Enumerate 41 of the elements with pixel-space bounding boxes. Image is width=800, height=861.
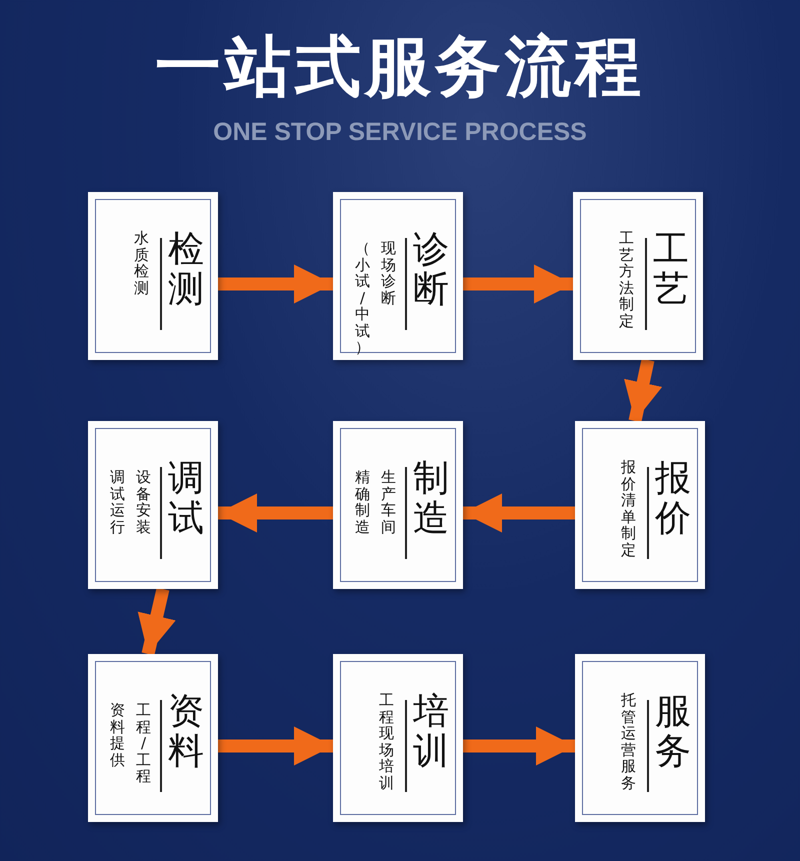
arrow [463, 494, 575, 532]
step-heading: 资料 [168, 692, 204, 772]
process-card [575, 654, 705, 822]
arrow [218, 726, 333, 766]
process-card [575, 421, 705, 589]
arrow [463, 264, 573, 304]
step-heading: 培训 [413, 692, 449, 772]
step-heading: 调试 [168, 459, 204, 538]
step-description: 调试运行 [110, 469, 125, 535]
process-card [333, 421, 463, 589]
step-description: 托管运营服务 [621, 692, 636, 791]
arrow [463, 726, 575, 766]
step-heading: 检测 [168, 230, 204, 310]
step-description: 工程/工程 [136, 702, 151, 784]
process-card [333, 192, 463, 360]
process-card [333, 654, 463, 822]
process-card [88, 421, 218, 589]
process-card [88, 654, 218, 822]
step-heading: 报价 [655, 459, 691, 538]
step-description: （小试/中试） [355, 240, 370, 356]
arrow [218, 264, 333, 304]
step-heading: 诊断 [413, 230, 449, 310]
step-description: 生产车间 [381, 469, 396, 535]
arrow [624, 358, 662, 422]
process-card [573, 192, 703, 360]
step-description: 工程现场培训 [379, 692, 394, 791]
process-card [88, 192, 218, 360]
step-heading: 工艺 [653, 230, 689, 310]
step-description: 报价清单制定 [621, 459, 636, 558]
step-description: 水质检测 [134, 230, 149, 296]
page-title: 一站式服务流程 [154, 27, 646, 107]
step-heading: 服务 [655, 692, 691, 772]
arrow [218, 494, 333, 532]
step-description: 工艺方法制定 [619, 230, 634, 329]
step-heading: 制造 [413, 459, 449, 538]
step-description: 现场诊断 [381, 240, 396, 306]
step-description: 资料提供 [110, 702, 125, 768]
arrow [138, 588, 176, 656]
step-description: 精确制造 [355, 469, 370, 535]
step-description: 设备安装 [136, 469, 151, 535]
subtitle: ONE STOP SERVICE PROCESS [212, 118, 588, 147]
